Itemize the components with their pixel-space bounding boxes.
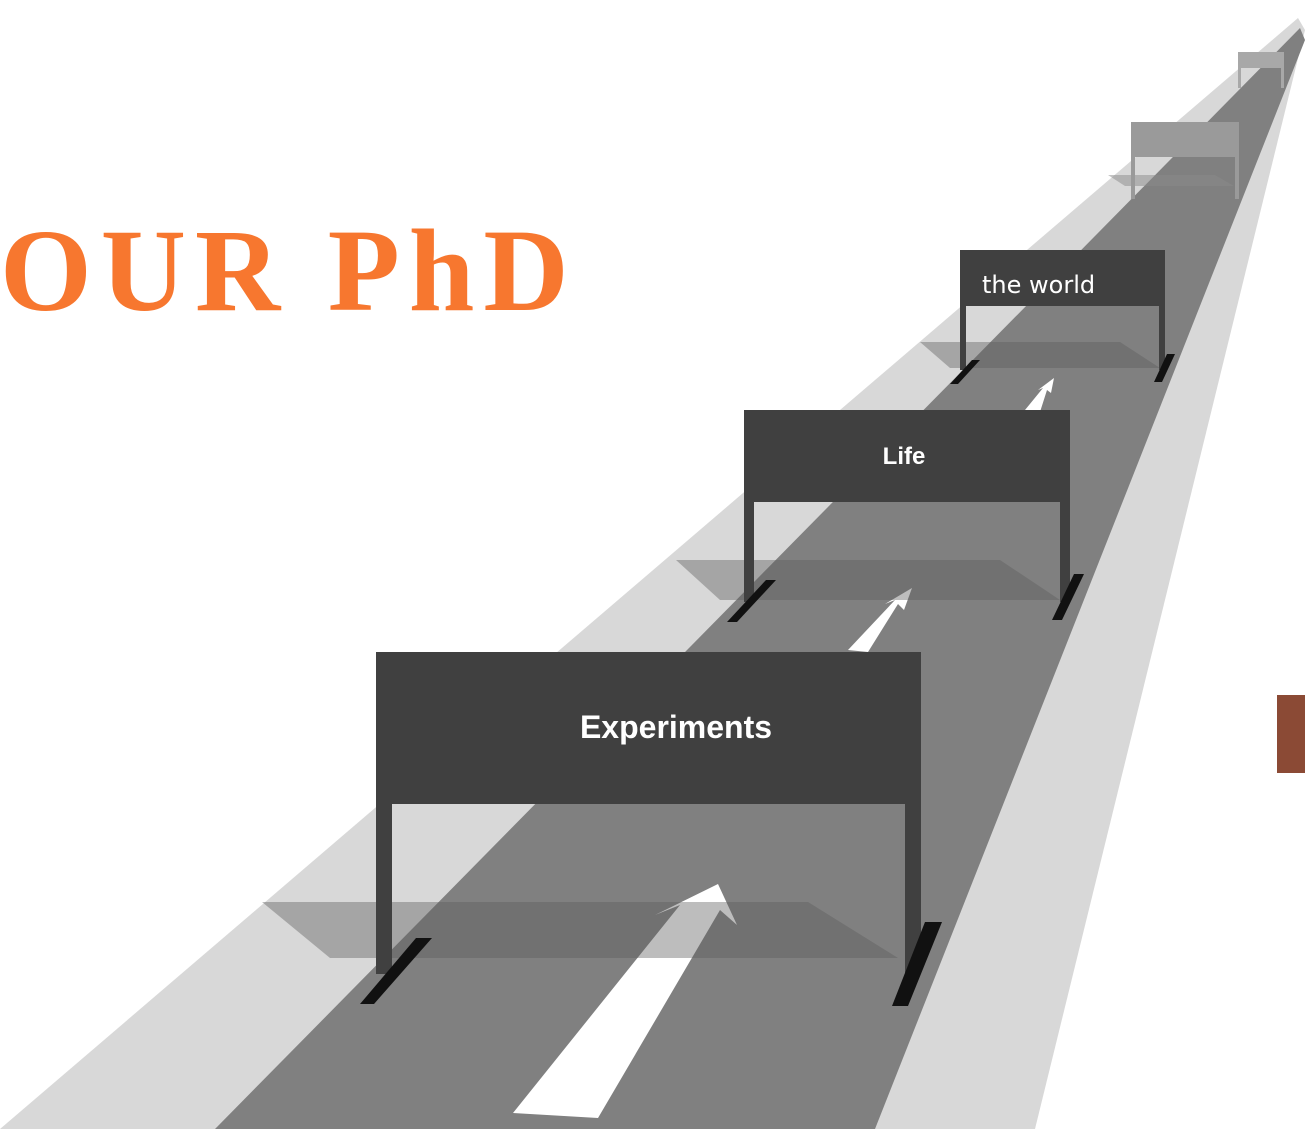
hurdle-leg bbox=[1281, 66, 1284, 88]
hurdle-sign bbox=[1131, 122, 1239, 157]
hurdle-foot bbox=[892, 922, 942, 1006]
hurdle-leg bbox=[905, 792, 921, 974]
hurdle-label: the world bbox=[982, 271, 1095, 299]
hurdle-the-world: the world bbox=[920, 250, 1175, 384]
hurdle-sign bbox=[376, 652, 921, 804]
hurdle-leg bbox=[376, 792, 392, 974]
hurdle-leg bbox=[960, 304, 966, 370]
arrow-icon bbox=[1025, 378, 1054, 412]
hurdle-foot bbox=[727, 580, 776, 622]
hurdle-leg bbox=[1159, 304, 1165, 370]
hurdle-leg bbox=[1235, 155, 1239, 199]
hurdle-foot bbox=[1154, 354, 1175, 382]
hurdle-life: Life bbox=[676, 410, 1084, 622]
hurdle-label: Experiments bbox=[580, 709, 772, 745]
hurdle-leg bbox=[744, 500, 754, 602]
edge-tab bbox=[1277, 695, 1305, 773]
hurdle-foot bbox=[1052, 574, 1084, 620]
hurdle-foot bbox=[950, 360, 980, 384]
hurdle-experiments: Experiments bbox=[262, 652, 942, 1006]
hurdle-shadow bbox=[676, 560, 1060, 600]
hurdle-leg bbox=[1238, 66, 1241, 88]
hurdle-leg bbox=[1060, 500, 1070, 602]
hurdle-shadow bbox=[920, 342, 1160, 368]
hurdle-foot bbox=[360, 938, 432, 1004]
hurdle-shadow bbox=[262, 902, 898, 958]
hurdle-distant bbox=[1108, 122, 1239, 199]
hurdle-sign bbox=[1238, 52, 1284, 68]
page-title: OUR PhD bbox=[0, 205, 578, 336]
arrow-icon bbox=[513, 884, 737, 1118]
hurdle-label: Life bbox=[883, 443, 926, 470]
arrow-icon bbox=[848, 588, 912, 652]
hurdle-sign bbox=[744, 410, 1070, 502]
hurdle-shadow bbox=[1108, 175, 1234, 186]
hurdle-sign bbox=[960, 250, 1165, 306]
hurdle-leg bbox=[1131, 155, 1135, 199]
hurdle-farthest bbox=[1238, 52, 1284, 88]
